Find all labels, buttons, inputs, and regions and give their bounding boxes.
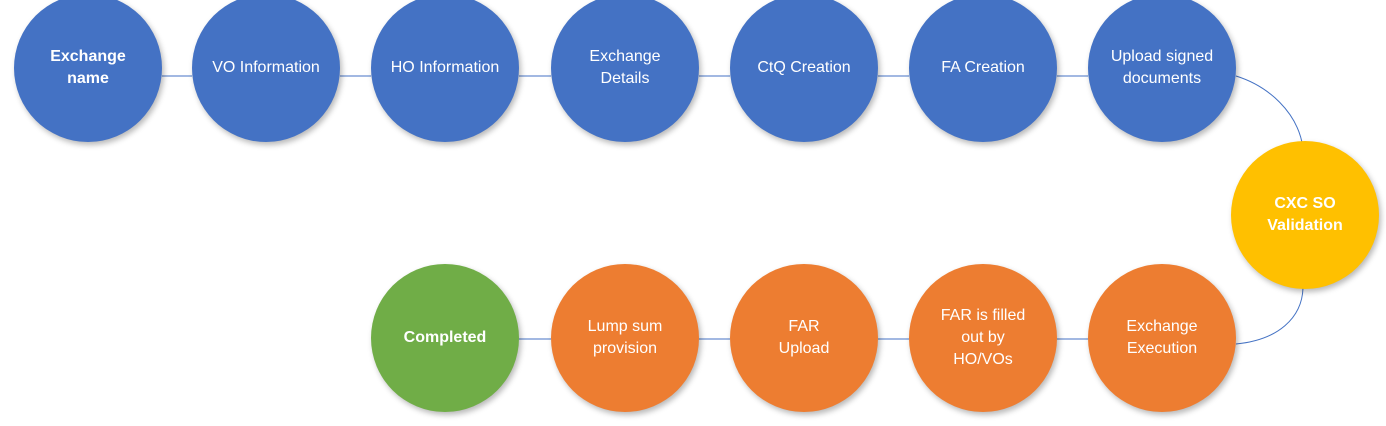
step-upload-signed-documents: Upload signed documents (1088, 0, 1236, 142)
step-lump-sum-provision: Lump sum provision (551, 264, 699, 412)
step-exchange-details: Exchange Details (551, 0, 699, 142)
connector-curve (1235, 75, 1304, 149)
step-ctq-creation: CtQ Creation (730, 0, 878, 142)
step-far-upload: FAR Upload (730, 264, 878, 412)
step-exchange-name: Exchange name (14, 0, 162, 142)
step-completed: Completed (371, 264, 519, 412)
step-vo-information: VO Information (192, 0, 340, 142)
step-far-filled-out: FAR is filled out by HO/VOs (909, 264, 1057, 412)
step-cxc-so-validation: CXC SO Validation (1231, 141, 1379, 289)
step-exchange-execution: Exchange Execution (1088, 264, 1236, 412)
step-ho-information: HO Information (371, 0, 519, 142)
step-fa-creation: FA Creation (909, 0, 1057, 142)
connector-curve (1235, 287, 1304, 345)
